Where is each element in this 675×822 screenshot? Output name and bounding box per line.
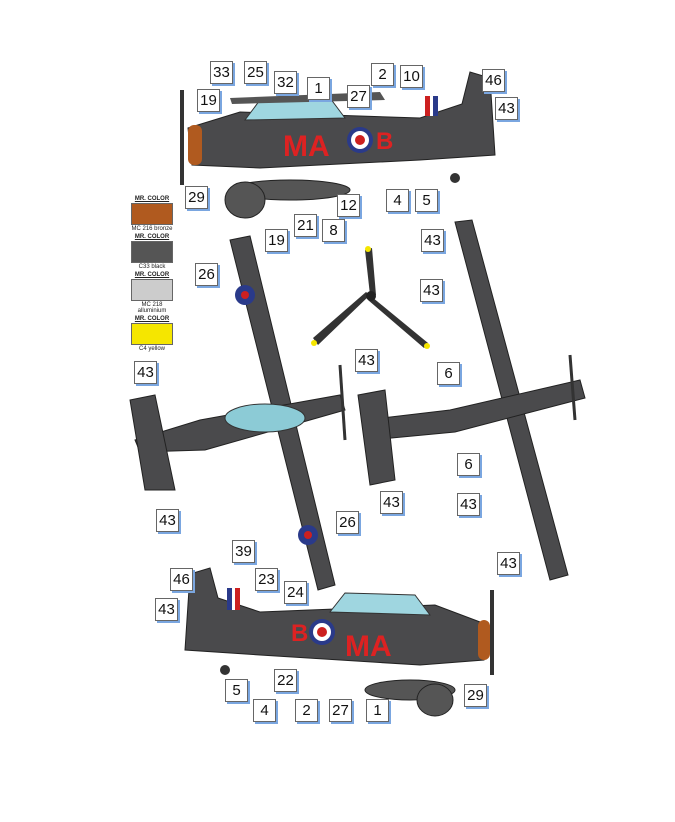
color-swatch <box>131 323 173 345</box>
legend-name: MC 216 bronze <box>131 226 173 232</box>
callout-39: 39 <box>232 540 255 563</box>
callout-6: 6 <box>457 453 480 476</box>
legend-item: MR. COLOR C33 black <box>130 234 174 270</box>
color-swatch <box>131 279 173 301</box>
callout-43: 43 <box>497 552 520 575</box>
code-letters-bottom: MA <box>345 630 392 663</box>
callout-12: 12 <box>337 194 360 217</box>
callout-46: 46 <box>482 69 505 92</box>
legend-brand: MR. COLOR <box>134 272 170 278</box>
callout-19: 19 <box>265 229 288 252</box>
callout-5: 5 <box>225 679 248 702</box>
code-letter-bottom: B <box>291 620 309 647</box>
legend-item: MR. COLOR MC 218 alluminium <box>130 272 174 314</box>
callout-43: 43 <box>380 491 403 514</box>
callout-6: 6 <box>437 362 460 385</box>
callout-21: 21 <box>294 214 317 237</box>
legend-name: C33 black <box>138 264 166 270</box>
callout-1: 1 <box>366 699 389 722</box>
legend-brand: MR. COLOR <box>134 196 170 202</box>
callout-10: 10 <box>400 65 423 88</box>
callout-22: 22 <box>274 669 297 692</box>
callout-43: 43 <box>457 493 480 516</box>
callout-23: 23 <box>255 568 278 591</box>
plan-view-right <box>357 219 586 581</box>
color-swatch <box>131 241 173 263</box>
callout-27: 27 <box>329 699 352 722</box>
callout-29: 29 <box>185 186 208 209</box>
callout-43: 43 <box>155 598 178 621</box>
callout-43: 43 <box>420 279 443 302</box>
color-legend: MR. COLOR MC 216 bronze MR. COLOR C33 bl… <box>130 194 174 354</box>
callout-43: 43 <box>156 509 179 532</box>
callout-43: 43 <box>495 97 518 120</box>
code-letter-top: B <box>376 128 394 155</box>
callout-43: 43 <box>355 349 378 372</box>
legend-brand: MR. COLOR <box>134 316 170 322</box>
side-view-top <box>180 71 496 219</box>
code-letters-top: MA <box>283 130 330 163</box>
callout-43: 43 <box>134 361 157 384</box>
side-view-bottom <box>184 567 494 717</box>
callout-29: 29 <box>464 684 487 707</box>
callout-2: 2 <box>371 63 394 86</box>
callout-8: 8 <box>322 219 345 242</box>
callout-2: 2 <box>295 699 318 722</box>
callout-4: 4 <box>386 189 409 212</box>
callout-1: 1 <box>307 77 330 100</box>
plan-view-left <box>129 235 347 591</box>
callout-24: 24 <box>284 581 307 604</box>
callout-26: 26 <box>195 263 218 286</box>
propeller <box>311 246 430 349</box>
legend-item: MR. COLOR MC 216 bronze <box>130 196 174 232</box>
callout-5: 5 <box>415 189 438 212</box>
callout-4: 4 <box>253 699 276 722</box>
callout-43: 43 <box>421 229 444 252</box>
legend-brand: MR. COLOR <box>134 234 170 240</box>
legend-name: MC 218 alluminium <box>137 302 167 314</box>
callout-27: 27 <box>347 85 370 108</box>
callout-19: 19 <box>197 89 220 112</box>
callout-46: 46 <box>170 568 193 591</box>
legend-name: C4 yellow <box>138 346 165 352</box>
callout-26: 26 <box>336 511 359 534</box>
callout-32: 32 <box>274 71 297 94</box>
callout-33: 33 <box>210 61 233 84</box>
color-swatch <box>131 203 173 225</box>
legend-item: MR. COLOR C4 yellow <box>130 316 174 352</box>
callout-25: 25 <box>244 61 267 84</box>
